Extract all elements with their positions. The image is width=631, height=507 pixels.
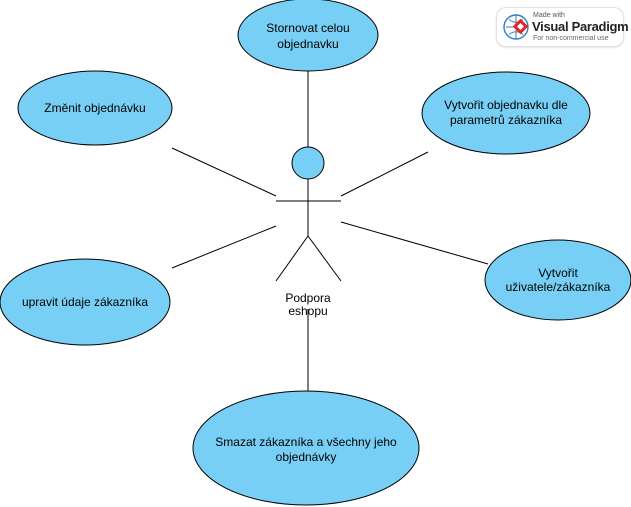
watermark-usage-note: For non-commercial use [533, 35, 609, 42]
use-case-vytvorit-uzivatele-label-1: Vytvořit [538, 266, 578, 280]
actor-leg-right [307, 235, 342, 282]
actor-podpora-eshopu[interactable]: Podpora eshopu [275, 146, 342, 318]
visual-paradigm-watermark: Made with Visual Paradigm For non-commer… [496, 7, 629, 47]
use-case-smazat-label-2: objednávky [276, 450, 337, 464]
actor-label-line2: eshopu [288, 304, 327, 318]
association-zmenit [171, 147, 277, 197]
use-case-vytvorit-objednavku-shape [421, 71, 591, 155]
actor-head [291, 146, 325, 180]
use-case-zmenit[interactable]: Změnit objednávku [17, 70, 173, 146]
use-case-upravit[interactable]: upravit údaje zákazníka [0, 258, 171, 346]
use-case-stornovat[interactable]: Stornovat celou objednavku [237, 0, 379, 72]
use-case-stornovat-label-2: objednavku [277, 37, 338, 51]
use-case-zmenit-shape [17, 70, 173, 146]
use-case-vytvorit-uzivatele-shape [484, 239, 631, 321]
use-case-vytvorit-objednavku-label-1: Vytvořit objednavku dle [444, 98, 568, 112]
associations [171, 71, 489, 391]
use-case-vytvorit-objednavku-label-2: parametrů zákazníka [450, 113, 562, 127]
use-case-stornovat-shape [237, 0, 379, 72]
watermark-brand-name: Visual Paradigm [532, 19, 629, 34]
actor-leg-left [275, 235, 309, 282]
use-case-upravit-shape [0, 258, 171, 346]
use-case-vytvorit-uzivatele-label-2: uživatele/zákazníka [506, 280, 611, 294]
use-case-smazat[interactable]: Smazat zákazníka a všechny jeho objednáv… [192, 390, 420, 506]
use-case-stornovat-label-1: Stornovat celou [266, 21, 349, 35]
association-vytvorit-objednavku [340, 151, 429, 197]
actor-label-line1: Podpora [285, 291, 331, 305]
use-case-zmenit-label-1: Změnit objednávku [44, 101, 145, 115]
association-upravit [171, 225, 277, 269]
use-case-smazat-label-1: Smazat zákazníka a všechny jeho [215, 435, 397, 449]
use-case-upravit-label-1: upravit údaje zákazníka [22, 295, 148, 309]
visual-paradigm-logo-icon [503, 14, 529, 40]
association-vytvorit-uzivatele [340, 221, 489, 265]
use-case-smazat-shape [192, 390, 420, 506]
use-case-vytvorit-objednavku[interactable]: Vytvořit objednavku dle parametrů zákazn… [421, 71, 591, 155]
use-case-vytvorit-uzivatele[interactable]: Vytvořit uživatele/zákazníka [484, 239, 631, 321]
watermark-made-with: Made with [533, 12, 565, 19]
